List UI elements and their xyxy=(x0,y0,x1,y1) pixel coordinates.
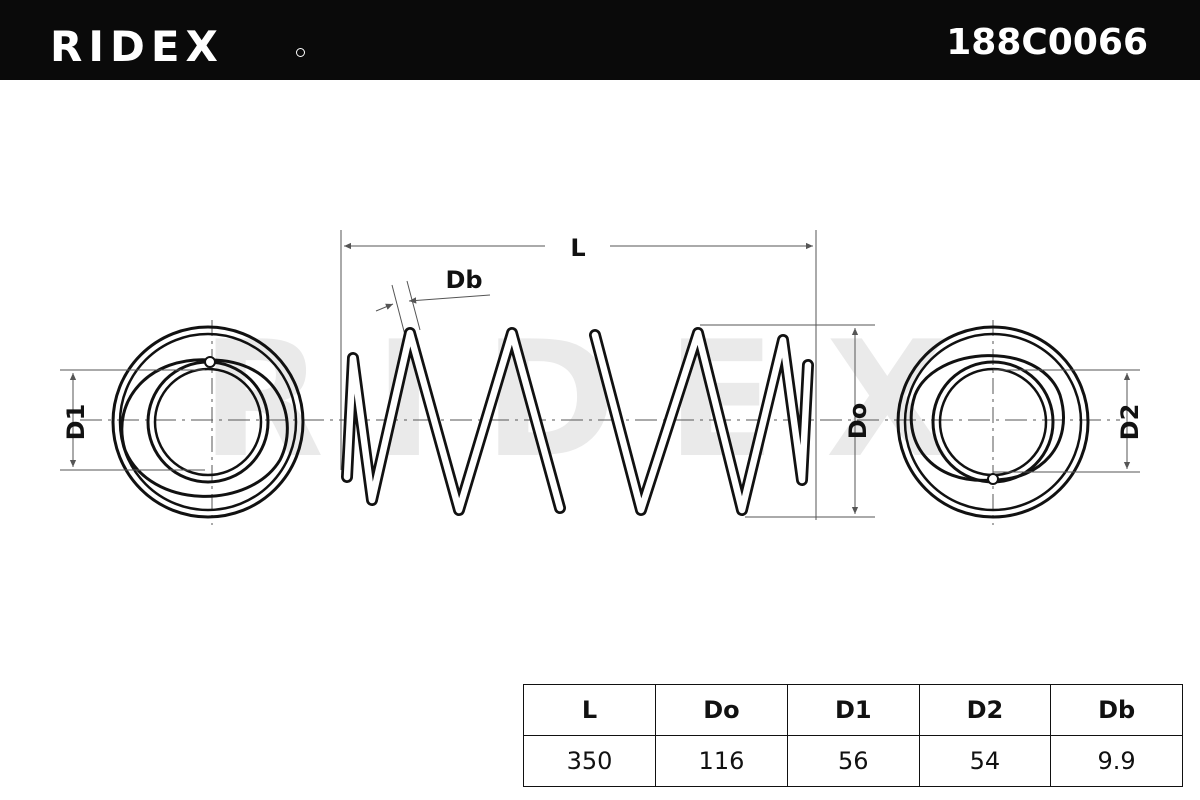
spec-table-header-row: L Do D1 D2 Db xyxy=(523,684,1183,736)
header-db: Db xyxy=(1050,684,1183,736)
length-dimension xyxy=(340,230,817,520)
right-end-view xyxy=(896,325,1090,519)
label-d1: D1 xyxy=(62,404,90,441)
spring-diagram: RIDEX D1 D2 L xyxy=(60,230,1144,525)
registered-mark-icon xyxy=(296,48,305,57)
header-do: Do xyxy=(654,684,788,736)
label-d2: D2 xyxy=(1116,404,1144,441)
watermark: RIDEX xyxy=(201,306,999,493)
label-do: Do xyxy=(844,403,872,439)
left-end-view xyxy=(111,325,305,519)
label-length: L xyxy=(570,234,585,262)
header-bar: RIDEX 188C0066 xyxy=(0,0,1200,80)
value-d2: 54 xyxy=(918,735,1052,787)
value-db: 9.9 xyxy=(1050,735,1183,787)
part-number: 188C0066 xyxy=(946,22,1148,63)
header-d1: D1 xyxy=(786,684,920,736)
value-l: 350 xyxy=(523,735,656,787)
header-l: L xyxy=(523,684,656,736)
spring-side-view xyxy=(341,327,814,516)
d1-dimension xyxy=(60,369,205,471)
spec-table: L Do D1 D2 Db 350 116 56 54 9.9 xyxy=(523,684,1183,787)
spec-table-value-row: 350 116 56 54 9.9 xyxy=(523,735,1183,787)
db-dimension xyxy=(375,280,491,336)
brand-logo: RIDEX xyxy=(50,22,224,71)
value-do: 116 xyxy=(654,735,788,787)
do-dimension xyxy=(700,324,875,518)
label-db: Db xyxy=(445,266,482,294)
d2-dimension xyxy=(993,369,1140,473)
value-d1: 56 xyxy=(786,735,920,787)
header-d2: D2 xyxy=(918,684,1052,736)
